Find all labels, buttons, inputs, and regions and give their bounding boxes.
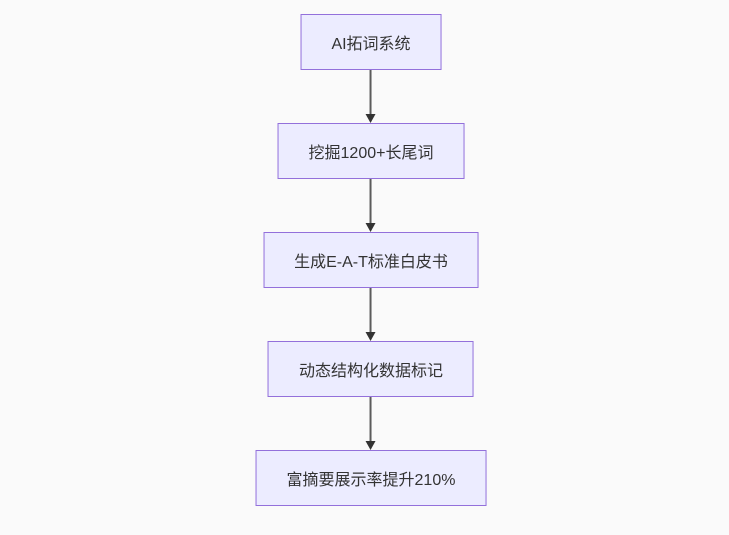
- flow-node-label: 生成E-A-T标准白皮书: [294, 254, 448, 271]
- arrow-line: [370, 179, 372, 223]
- flow-node-generate-eat-whitepaper: 生成E-A-T标准白皮书: [263, 232, 479, 288]
- flow-node-label: 富摘要展示率提升210%: [286, 472, 456, 489]
- flow-arrow-2: [366, 179, 376, 232]
- arrow-line: [370, 397, 372, 441]
- flow-node-ai-word-expansion-system: AI拓词系统: [300, 14, 442, 70]
- flow-node-dynamic-structured-data-markup: 动态结构化数据标记: [267, 341, 474, 397]
- arrow-down-icon: [366, 223, 376, 232]
- arrow-down-icon: [366, 332, 376, 341]
- arrow-line: [370, 70, 372, 114]
- flow-node-label: 挖掘1200+长尾词: [308, 145, 434, 162]
- flow-arrow-4: [366, 397, 376, 450]
- flow-arrow-3: [366, 288, 376, 341]
- arrow-line: [370, 288, 372, 332]
- flow-node-rich-snippet-rate-increase: 富摘要展示率提升210%: [255, 450, 487, 506]
- flow-node-label: AI拓词系统: [331, 36, 411, 53]
- flow-node-mine-longtail-keywords: 挖掘1200+长尾词: [277, 123, 465, 179]
- flowchart: AI拓词系统 挖掘1200+长尾词 生成E-A-T标准白皮书 动态结构化数据标记…: [255, 14, 487, 506]
- flow-arrow-1: [366, 70, 376, 123]
- arrow-down-icon: [366, 114, 376, 123]
- arrow-down-icon: [366, 441, 376, 450]
- flow-node-label: 动态结构化数据标记: [298, 363, 443, 380]
